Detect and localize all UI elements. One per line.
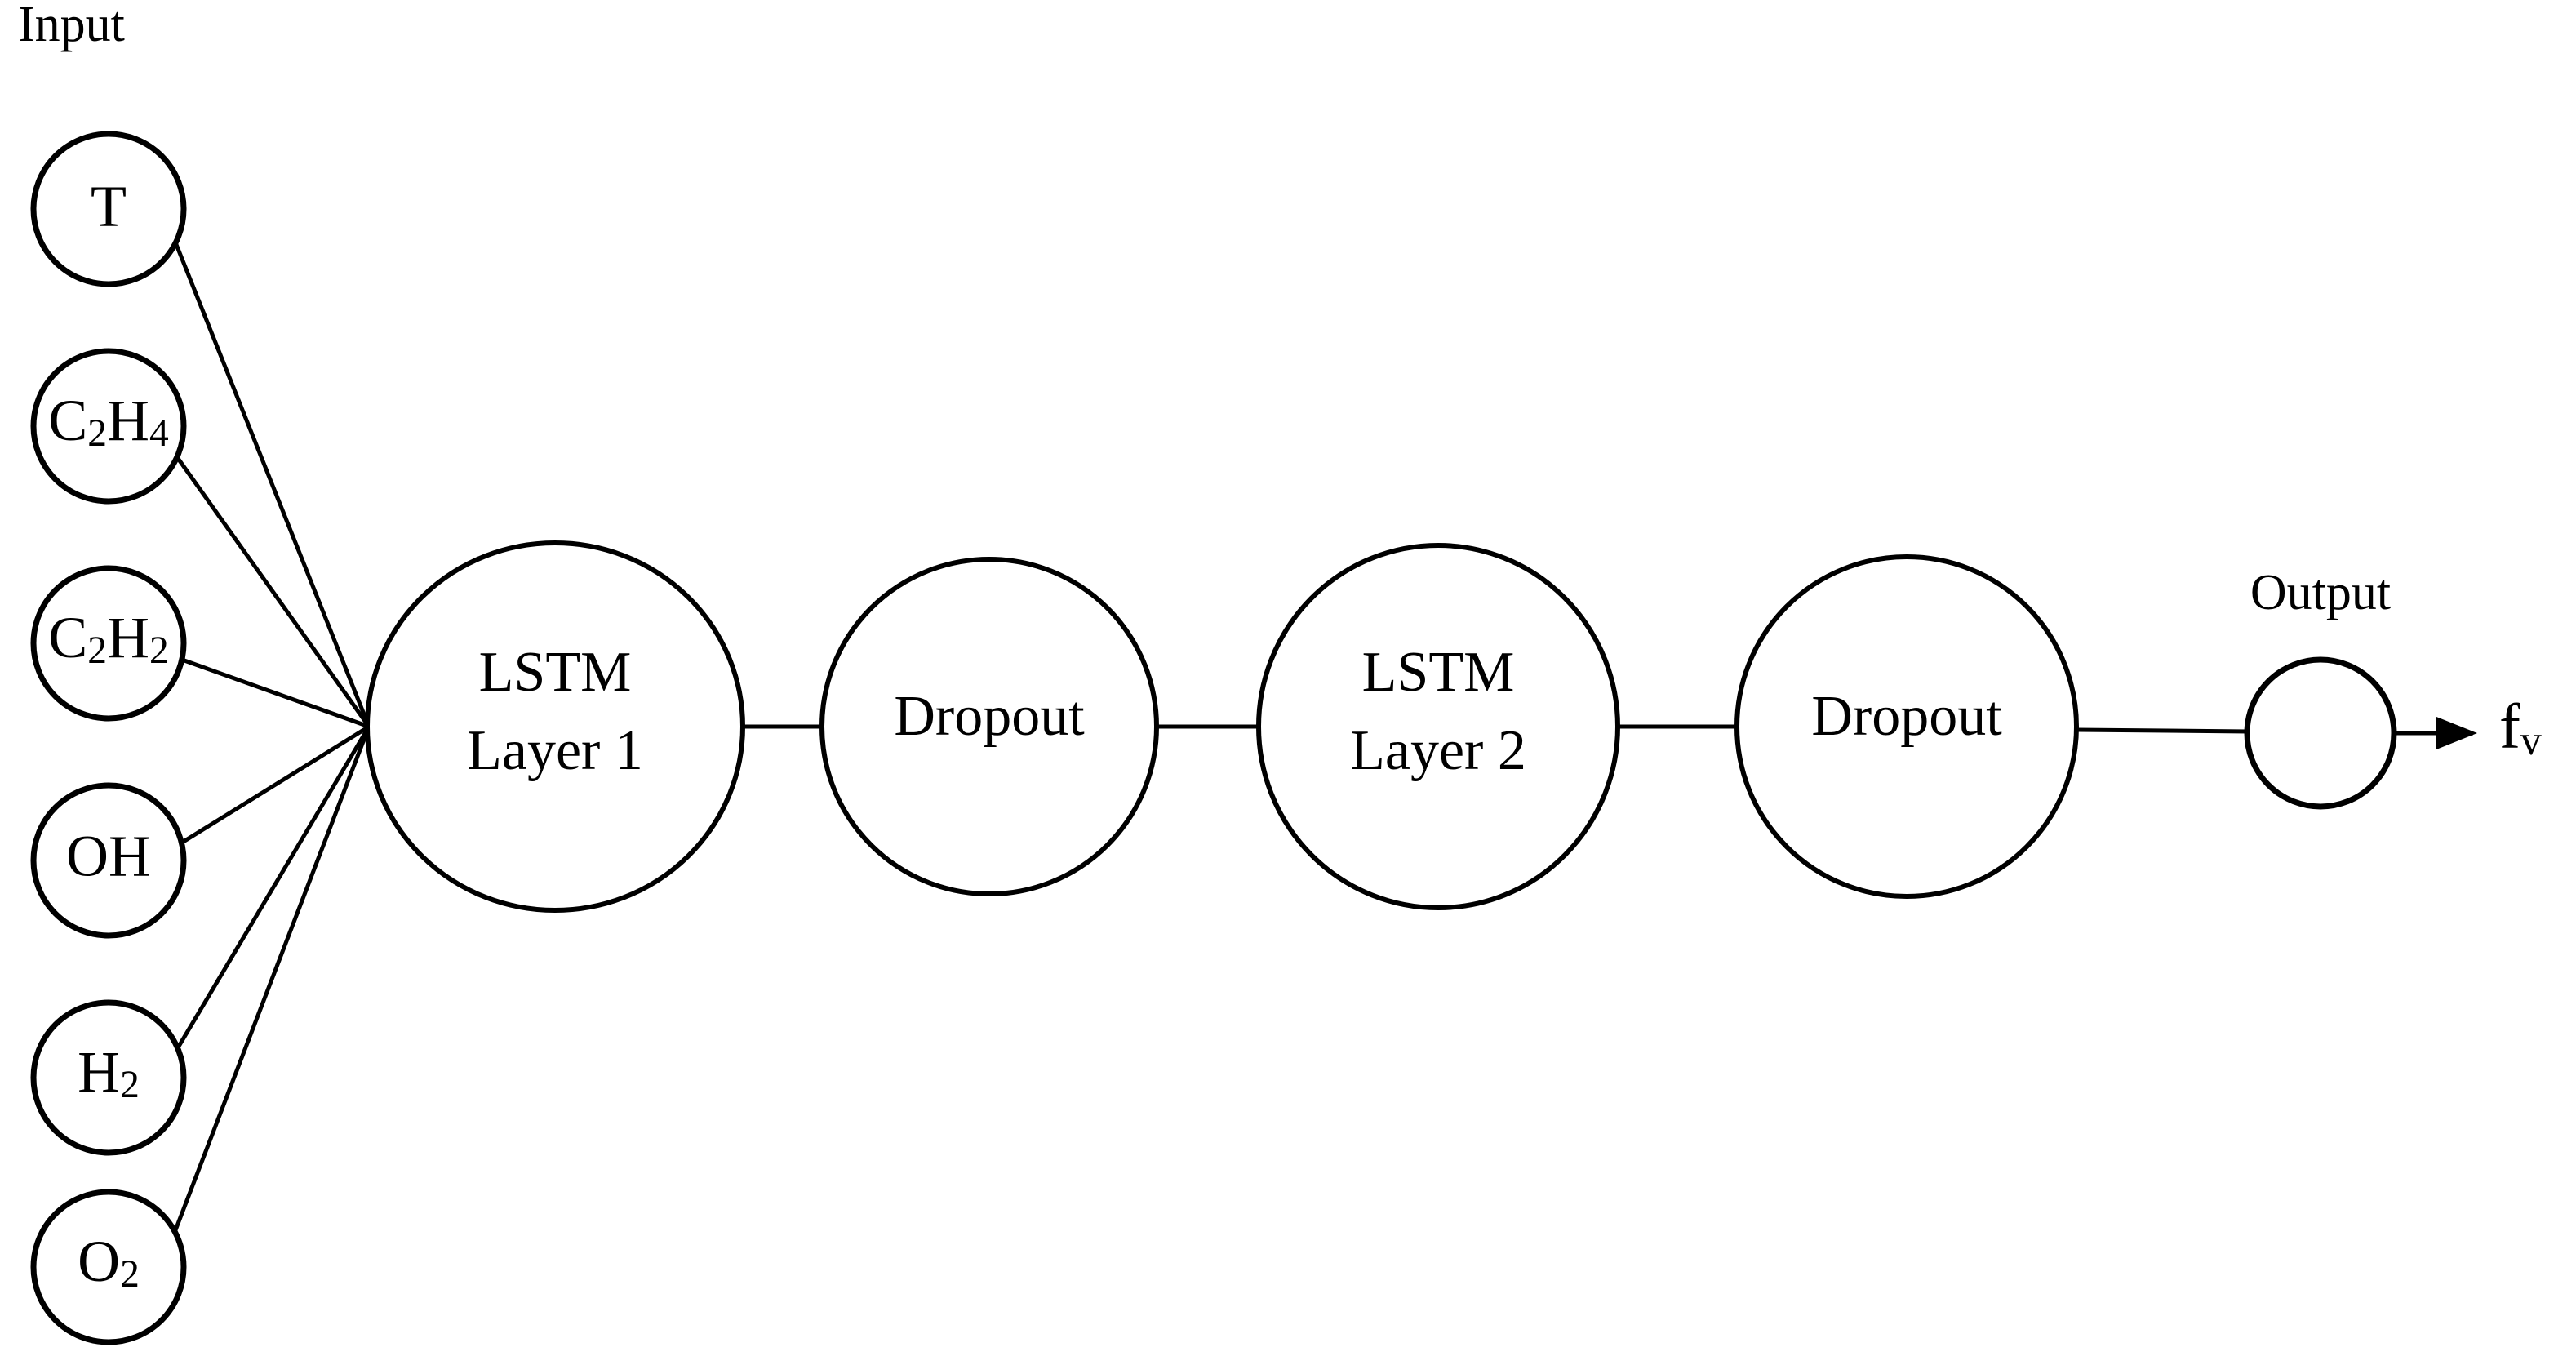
output-section-label: Output [2250, 565, 2391, 620]
edge-hydroxyl-to-lstm1 [180, 724, 371, 845]
hidden-node-label-line1: LSTM [1362, 641, 1515, 704]
hidden-node-label-line1: Dropout [894, 685, 1085, 748]
input-node-hydroxyl[interactable]: OH [30, 782, 187, 939]
hidden-node-lstm-layer-2[interactable]: LSTM Layer 2 [1256, 543, 1620, 910]
input-node-circle [30, 1189, 187, 1345]
hidden-edges-group [741, 724, 2250, 734]
input-node-circle [30, 131, 187, 287]
input-node-label-hydrogen: H2 [78, 1039, 140, 1107]
output-node[interactable] [2244, 656, 2397, 810]
input-node-circle [30, 999, 187, 1156]
input-node-label-acetylene: C2H2 [48, 605, 169, 673]
input-node-oxygen[interactable]: O2 [30, 1189, 187, 1345]
input-node-circle [30, 782, 187, 939]
input-edges-group [171, 242, 371, 1235]
input-node-label-oxygen: O2 [78, 1229, 140, 1296]
edge-oxygen-to-lstm1 [171, 726, 371, 1235]
input-node-circle [30, 348, 187, 505]
output-variable-label: fv [2499, 691, 2542, 764]
edge-ethylene-to-lstm1 [175, 456, 371, 728]
hidden-node-circle [1734, 554, 2079, 899]
input-node-circle [30, 565, 187, 722]
hidden-node-circle [1256, 543, 1620, 910]
hidden-node-label-line1: LSTM [479, 641, 632, 704]
input-nodes-group: T C2H4 C2H2 OH H2 O2 [30, 131, 187, 1345]
input-node-label-hydroxyl: OH [66, 824, 151, 889]
edge-acetylene-to-lstm1 [181, 657, 370, 729]
input-node-acetylene[interactable]: C2H2 [30, 565, 187, 722]
input-section-label: Input [18, 0, 125, 52]
input-node-label-ethylene: C2H4 [48, 388, 169, 456]
input-node-temperature[interactable]: T [30, 131, 187, 287]
input-node-ethylene[interactable]: C2H4 [30, 348, 187, 505]
hidden-node-dropout-1[interactable]: Dropout [819, 557, 1159, 896]
hidden-node-lstm-layer-1[interactable]: LSTM Layer 1 [365, 540, 745, 913]
hidden-node-label-line1: Dropout [1811, 685, 2002, 748]
hidden-node-label-line2: Layer 2 [1350, 719, 1526, 782]
edge-hydrogen-to-lstm1 [175, 725, 371, 1051]
hidden-node-circle [819, 557, 1159, 896]
hidden-node-dropout-2[interactable]: Dropout [1734, 554, 2079, 899]
edge-dropout2-to-output [2076, 727, 2250, 734]
input-node-label-temperature: T [91, 174, 127, 239]
hidden-nodes-group: LSTM Layer 1 Dropout LSTM Layer 2 Dropou… [365, 540, 2079, 913]
hidden-node-label-line2: Layer 1 [467, 719, 643, 782]
input-node-hydrogen[interactable]: H2 [30, 999, 187, 1156]
edge-temperature-to-lstm1 [173, 242, 371, 727]
hidden-node-circle [365, 540, 745, 913]
output-node-circle [2244, 656, 2397, 810]
